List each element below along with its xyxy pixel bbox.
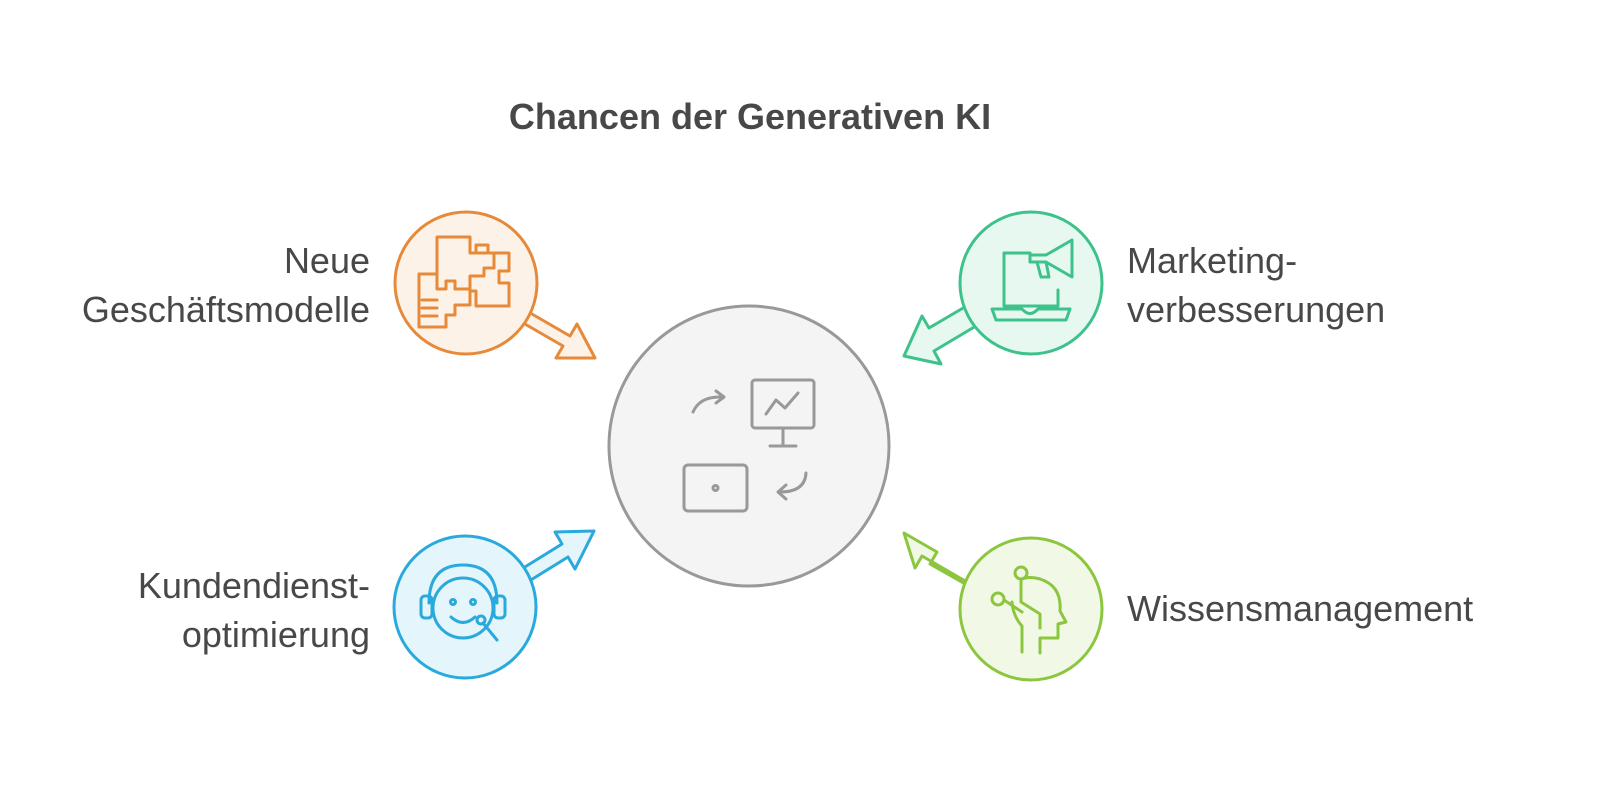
laptop-megaphone-icon bbox=[990, 238, 1074, 322]
label-kundendienstoptimierung: Kundendienst- optimierung bbox=[137, 565, 370, 655]
arrow-kundendienstoptimierung bbox=[518, 529, 596, 585]
label-marketingverbesserungen: Marketing- verbesserungen bbox=[1127, 240, 1386, 330]
support-headset-icon bbox=[419, 563, 507, 642]
arrow-marketingverbesserungen bbox=[902, 299, 983, 366]
node-marketingverbesserungen bbox=[902, 210, 1104, 366]
diagram-title: Chancen der Generativen KI bbox=[508, 96, 992, 137]
node-wissensmanagement bbox=[902, 531, 1104, 682]
puzzle-icon bbox=[417, 235, 511, 329]
arrow-wissensmanagement bbox=[902, 531, 976, 591]
label-neue-geschaeftsmodelle: Neue Geschäftsmodelle bbox=[81, 240, 370, 330]
label-wissensmanagement: Wissensmanagement bbox=[1127, 588, 1474, 629]
center-node bbox=[607, 304, 891, 588]
cycle-monitor-laptop-icon bbox=[682, 378, 816, 513]
head-network-icon bbox=[990, 565, 1068, 655]
node-neue-geschaeftsmodelle bbox=[393, 210, 597, 360]
node-kundendienstoptimierung bbox=[392, 529, 596, 680]
